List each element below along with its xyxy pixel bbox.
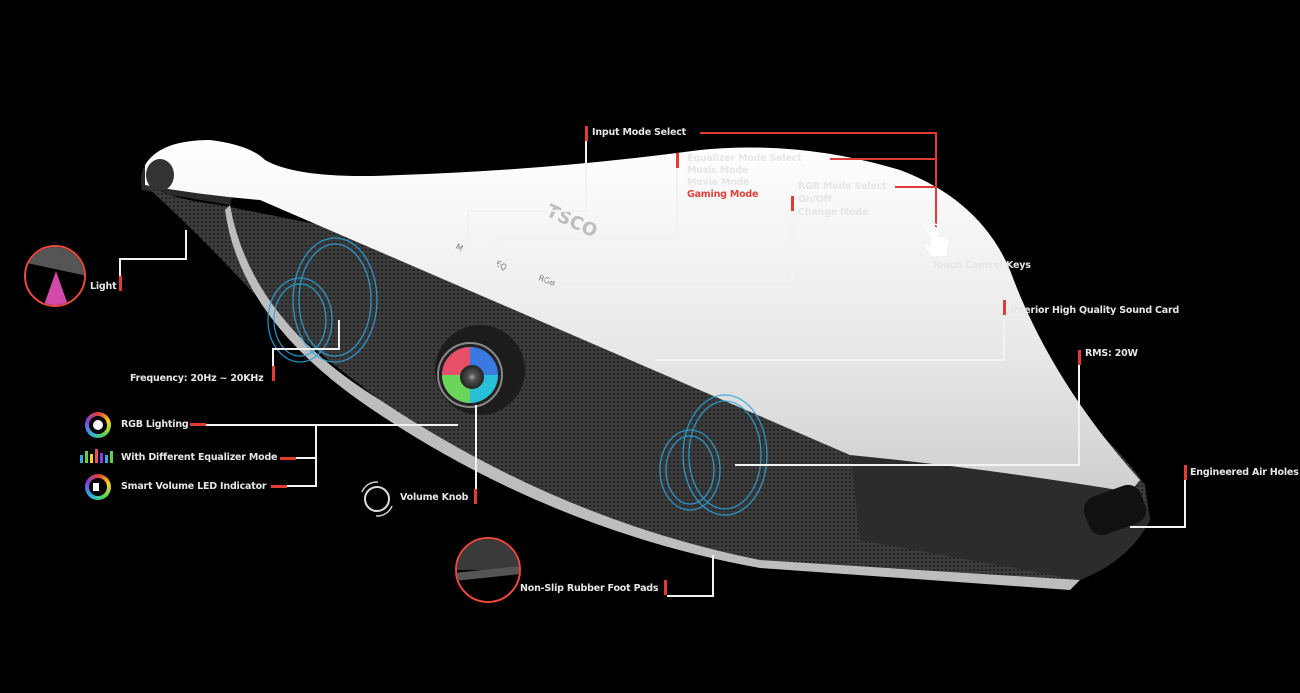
eq-option-movie: Movie Mode <box>687 177 750 188</box>
input-mode-label: Input Mode Select <box>592 127 686 138</box>
eq-option-music: Music Mode <box>687 165 749 176</box>
rgb-mode-title: RGB Mode Select <box>798 181 887 192</box>
rms-label: RMS: 20W <box>1085 348 1138 359</box>
rgb-option-change: Change Mode <box>798 207 869 218</box>
light-detail-image <box>24 245 86 307</box>
svg-text:M: M <box>454 242 465 253</box>
foot-pads-label: Non-Slip Rubber Foot Pads <box>520 583 659 594</box>
eq-option-gaming: Gaming Mode <box>687 189 759 200</box>
eq-different-label: With Different Equalizer Mode <box>121 452 278 463</box>
equalizer-bars-icon <box>80 449 113 463</box>
touch-keys-label: Touch Control Keys <box>932 260 1031 271</box>
air-holes-label: Engineered Air Holes <box>1190 467 1299 478</box>
touch-hand-icon <box>925 223 948 256</box>
volume-led-ring-icon <box>85 474 111 500</box>
eq-mode-title: Equalizer Mode Select <box>687 153 802 164</box>
foot-pad-detail-image <box>455 537 521 603</box>
light-label: Light <box>90 281 117 292</box>
rgb-option-onoff: On/Off <box>798 194 832 205</box>
rotate-knob-icon <box>361 481 393 517</box>
volume-knob-label: Volume Knob <box>400 492 469 503</box>
rgb-lighting-label: RGB Lighting <box>121 419 189 430</box>
rgb-ring-icon <box>85 412 111 438</box>
frequency-label: Frequency: 20Hz ~ 20KHz <box>130 373 264 384</box>
sound-card-label: Interior High Quality Sound Card <box>1010 305 1180 316</box>
volume-led-label: Smart Volume LED Indicator <box>121 481 267 492</box>
